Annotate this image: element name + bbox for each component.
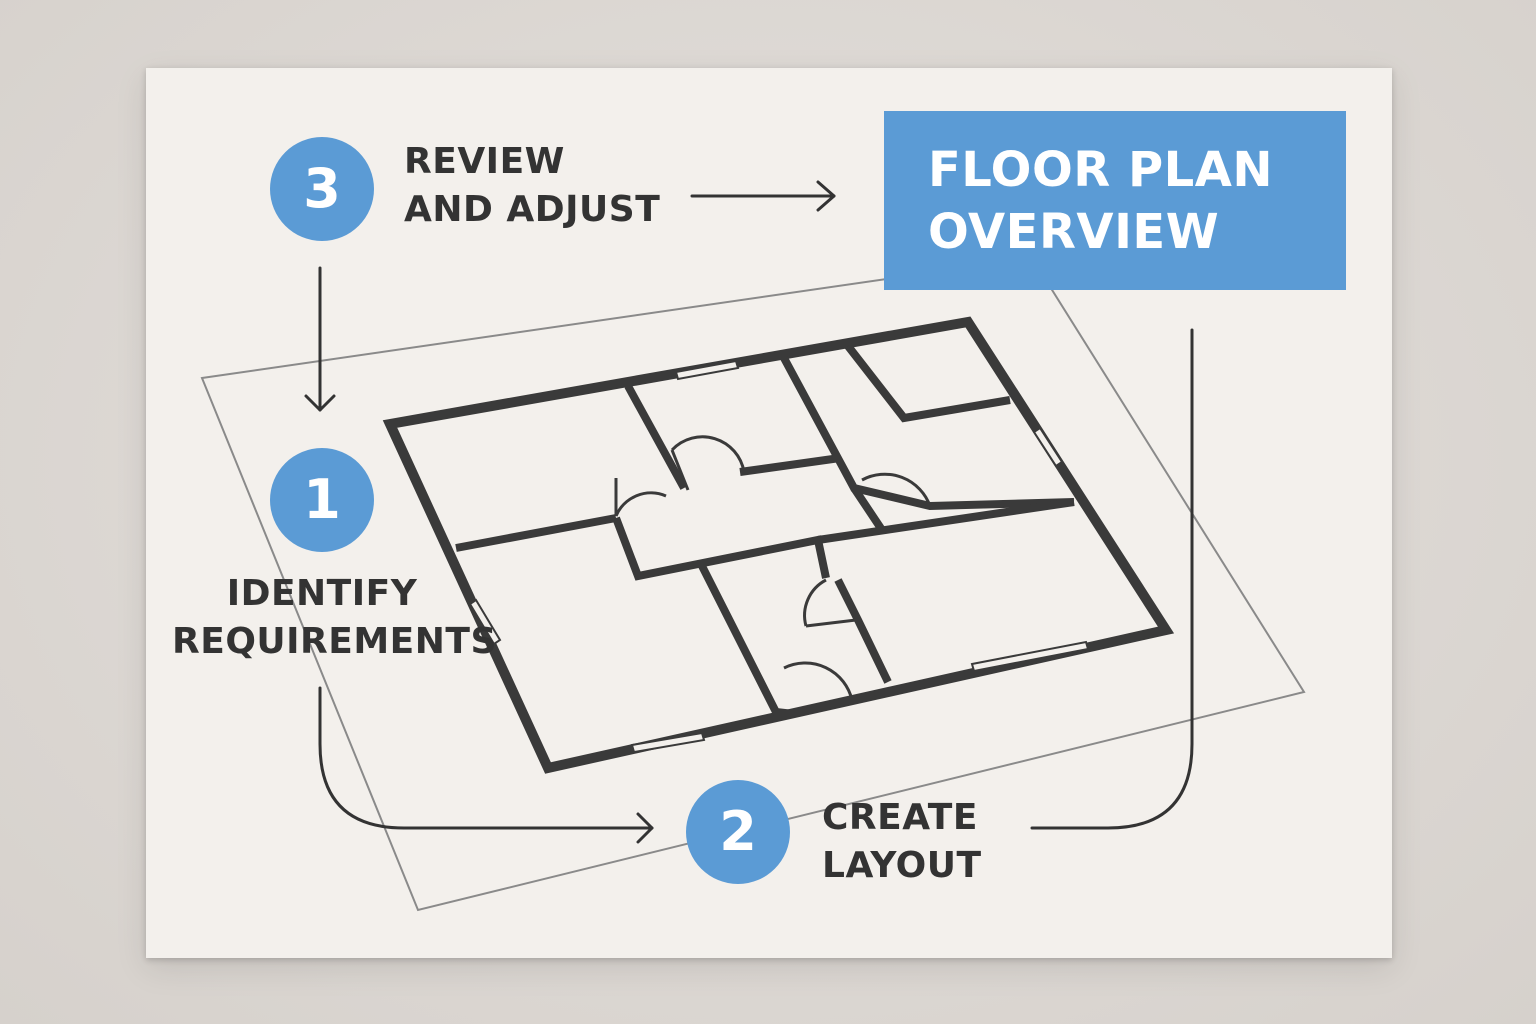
step-label-create-line2: LAYOUT [822,845,982,886]
door-swings [614,435,932,701]
sheet-outline [200,256,1306,912]
title-line-1: FLOOR PLAN [928,142,1274,198]
arrow-identify-to-create [318,686,654,830]
step-label-identify: IDENTIFY REQUIREMENTS [172,570,497,666]
step-badge-2: 2 [686,780,790,884]
step-label-create: CREATE LAYOUT [822,794,982,890]
step-label-review-line1: REVIEW [404,141,565,182]
interior-walls [455,343,1075,718]
title-line-2: OVERVIEW [928,204,1220,260]
windows [468,359,1090,754]
step-label-identify-line2: REQUIREMENTS [172,621,497,662]
step-badge-1: 1 [270,448,374,552]
step-label-create-line1: CREATE [822,797,978,838]
step-label-review-line2: AND ADJUST [404,189,661,230]
title-box: FLOOR PLAN OVERVIEW [884,111,1346,290]
connector-title-to-create [1030,328,1194,830]
step-label-review: REVIEW AND ADJUST [404,138,660,234]
flow-arrows [304,180,1194,844]
step-badge-3: 3 [270,137,374,241]
step-label-identify-line1: IDENTIFY [226,573,418,614]
outer-wall [382,316,1175,774]
